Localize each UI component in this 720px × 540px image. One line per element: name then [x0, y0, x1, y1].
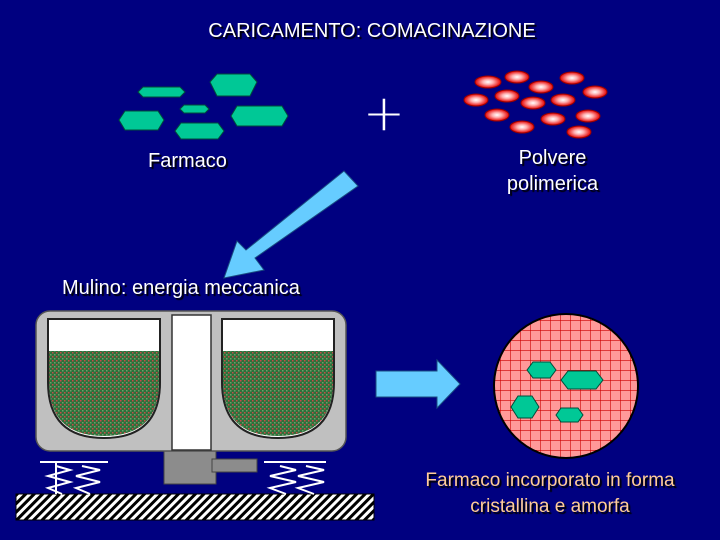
result-label-line1: Farmaco incorporato in forma [425, 470, 675, 491]
arrow-right-icon [375, 358, 461, 410]
polymer-particles-icon [463, 70, 608, 139]
polymer-label: Polvere polimerica [480, 145, 625, 197]
drug-label: Farmaco [148, 150, 227, 172]
page-title: CARICAMENTO: COMACINAZIONE [208, 20, 536, 42]
ball-mill-icon [15, 310, 375, 521]
plus-sign: + [363, 84, 405, 142]
result-label: Farmaco incorporato in forma cristallina… [340, 468, 720, 520]
arrow-down-left-icon [223, 170, 359, 279]
mill-label: Mulino: energia meccanica [62, 277, 300, 299]
polymer-label-line2: polimerica [506, 173, 599, 195]
polymer-label-line1: Polvere [518, 147, 587, 169]
drug-crystals-icon [118, 73, 289, 140]
grid-circle-icon [493, 313, 639, 459]
result-label-line2: cristallina e amorfa [470, 496, 630, 517]
